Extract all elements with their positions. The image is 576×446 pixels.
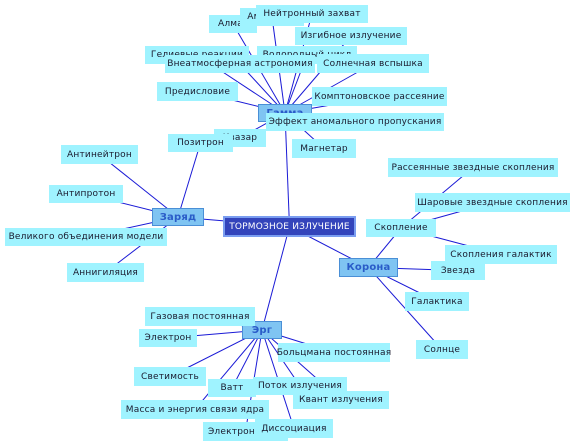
- leaf-positron[interactable]: Позитрон: [168, 134, 233, 152]
- link-charge-antineutron: [99, 154, 179, 218]
- leaf-electron[interactable]: Электрон: [139, 329, 197, 347]
- link-erg-binding: [194, 329, 263, 410]
- leaf-radiation-flux[interactable]: Поток излучения: [253, 377, 347, 395]
- leaf-antiproton[interactable]: Антипротон: [49, 185, 123, 203]
- link-charge-positron: [177, 142, 201, 218]
- leaf-galaxy[interactable]: Галактика: [405, 292, 469, 311]
- link-center-erg: [261, 226, 290, 331]
- leaf-sun[interactable]: Солнце: [416, 340, 468, 359]
- center-node[interactable]: ТОРМОЗНОЕ ИЗЛУЧЕНИЕ: [223, 216, 356, 237]
- leaf-solar-flare[interactable]: Солнечная вспышка: [317, 54, 429, 73]
- leaf-gas-constant[interactable]: Газовая постоянная: [145, 307, 255, 326]
- leaf-annihilation[interactable]: Аннигиляция: [67, 263, 144, 282]
- leaf-preface[interactable]: Предисловие: [157, 82, 238, 101]
- leaf-galaxy-clusters[interactable]: Скопления галактик: [445, 245, 557, 264]
- leaf-magnetar[interactable]: Магнетар: [292, 139, 356, 158]
- leaf-antineutron[interactable]: Антинейтрон: [61, 145, 138, 164]
- hub-charge[interactable]: Заряд: [152, 208, 204, 226]
- leaf-scattered-star-clusters[interactable]: Рассеянные звездные скопления: [388, 158, 558, 177]
- link-center-gamma: [284, 112, 290, 227]
- leaf-luminosity[interactable]: Светимость: [134, 367, 206, 386]
- leaf-boltzmann-constant[interactable]: Больцмана постоянная: [277, 343, 391, 362]
- leaf-cluster[interactable]: Скопление: [366, 219, 436, 237]
- leaf-neutron-capture[interactable]: Нейтронный захват: [256, 5, 368, 23]
- leaf-extra-atmospheric-astronomy[interactable]: Внеатмосферная астрономия: [165, 55, 315, 73]
- link-erg-watt: [231, 329, 263, 389]
- leaf-mass-binding-energy[interactable]: Масса и энергия связи ядра: [121, 400, 269, 419]
- leaf-globular-star-clusters[interactable]: Шаровые звездные скопления: [415, 193, 570, 212]
- leaf-radiation-quantum[interactable]: Квант излучения: [293, 391, 389, 409]
- leaf-dissociation[interactable]: Диссоциация: [255, 419, 333, 438]
- leaf-anomalous-transmission[interactable]: Эффект аномального пропускания: [266, 113, 444, 131]
- leaf-watt[interactable]: Ватт: [208, 379, 256, 397]
- leaf-star[interactable]: Звезда: [431, 261, 485, 280]
- leaf-compton-scattering[interactable]: Комптоновское рассеяние: [312, 87, 447, 106]
- leaf-grand-unification-models[interactable]: Великого объединения модели: [5, 228, 167, 246]
- leaf-bending-radiation[interactable]: Изгибное излучение: [295, 27, 407, 45]
- hub-corona[interactable]: Корона: [339, 258, 398, 277]
